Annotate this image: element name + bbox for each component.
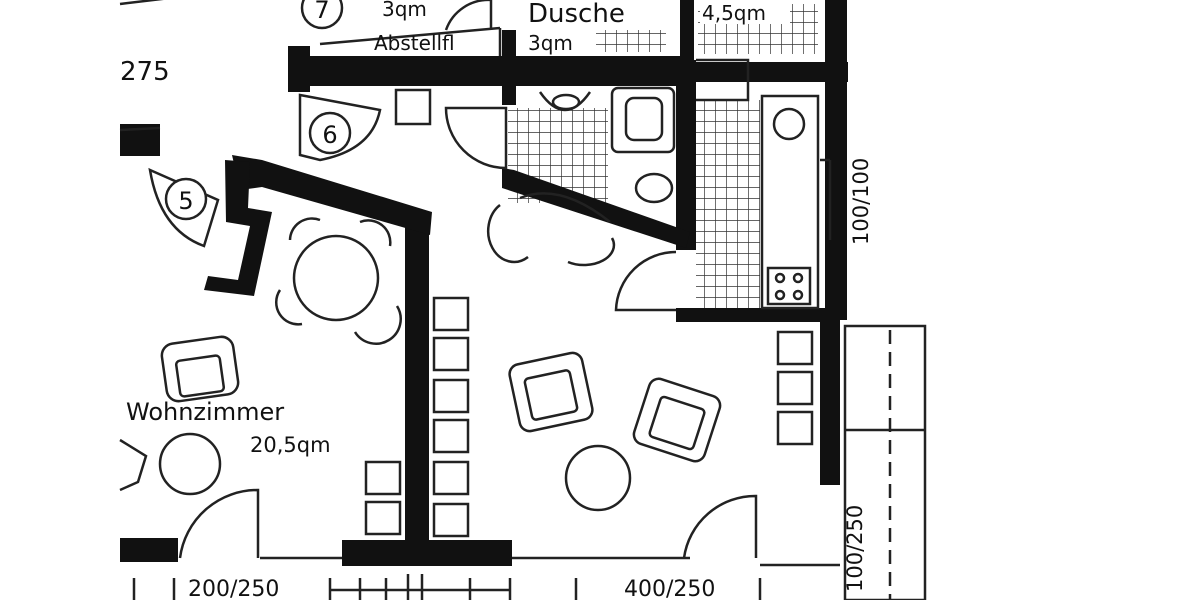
thin-lines bbox=[119, 0, 927, 600]
kueche-area: 4,5qm bbox=[702, 1, 766, 25]
side-table bbox=[158, 432, 222, 496]
wall-diagonal bbox=[232, 155, 432, 235]
wall-center-vertical bbox=[405, 214, 429, 550]
bath-fixtures bbox=[394, 86, 676, 204]
wall-bottom-segment bbox=[342, 540, 512, 566]
kitchen-counter bbox=[760, 94, 820, 310]
abstell-area: 3qm bbox=[382, 0, 427, 21]
stove bbox=[766, 266, 812, 306]
shaft-square bbox=[394, 88, 432, 126]
dim-right-upper: 100/100 bbox=[849, 158, 873, 245]
wall-kitchen-bottom bbox=[676, 308, 836, 322]
wall-left-stub bbox=[288, 46, 310, 92]
doors bbox=[178, 0, 758, 559]
dimension-ticks bbox=[132, 574, 762, 600]
wall-bottom-left bbox=[120, 538, 178, 562]
furniture bbox=[119, 93, 722, 512]
dimension-labels: 275 100/100 100/250 200/250 400/250 bbox=[120, 57, 873, 600]
markers: 7 6 5 bbox=[164, 0, 352, 221]
dim-top-left: 275 bbox=[120, 57, 170, 87]
door-swing-kitchen-top bbox=[696, 58, 750, 102]
burner-icon bbox=[774, 272, 786, 284]
dining-table bbox=[292, 234, 380, 322]
abstell-name: Abstellfl bbox=[374, 31, 455, 55]
sink-icon bbox=[772, 107, 806, 141]
marker-7: 7 bbox=[314, 0, 329, 24]
dim-bottom-mid: 400/250 bbox=[624, 577, 715, 600]
wall-left-bracket bbox=[204, 160, 272, 296]
shelves bbox=[364, 296, 814, 538]
wall-kitchen-divider bbox=[676, 60, 696, 250]
dim-bottom-left: 200/250 bbox=[188, 577, 279, 600]
wohnzimmer-name: Wohnzimmer bbox=[126, 398, 284, 426]
wall-bath-diagonal bbox=[502, 168, 690, 248]
dusche-area: 3qm bbox=[528, 31, 573, 55]
marker-6: 6 bbox=[322, 121, 337, 149]
bidet bbox=[634, 172, 674, 204]
tiled-floors bbox=[508, 4, 818, 310]
wall-dusche-left bbox=[502, 30, 516, 105]
wohnzimmer-area: 20,5qm bbox=[250, 433, 331, 457]
dusche-name: Dusche bbox=[528, 0, 625, 29]
coffee-table bbox=[564, 444, 632, 512]
burner-icon bbox=[774, 289, 786, 301]
room-labels: Dusche 3qm 3qm Abstellfl 4,5qm Wohnzimme… bbox=[126, 0, 790, 457]
walls bbox=[120, 0, 848, 566]
burner-icon bbox=[792, 272, 804, 284]
door-swing-bottom-right bbox=[682, 494, 758, 559]
balcony-outline bbox=[843, 324, 927, 600]
door-swing-kitchen bbox=[614, 250, 677, 312]
door-swing-abstell bbox=[319, 26, 501, 46]
marker-5: 5 bbox=[178, 187, 193, 215]
kitchen-tiles bbox=[696, 100, 760, 310]
wall-right-outer-lower bbox=[820, 320, 840, 485]
dim-right-lower: 100/250 bbox=[843, 505, 867, 592]
door-swing-dusche bbox=[444, 0, 493, 31]
wall-top-pillar bbox=[680, 0, 694, 60]
door-swing-bath bbox=[444, 106, 508, 170]
door-swing-bottom-left bbox=[178, 488, 260, 559]
dusche-tiles bbox=[596, 30, 666, 52]
burner-icon bbox=[792, 289, 804, 301]
wall-upper-horizontal-right bbox=[688, 62, 848, 82]
wall-upper-horizontal bbox=[288, 56, 693, 86]
